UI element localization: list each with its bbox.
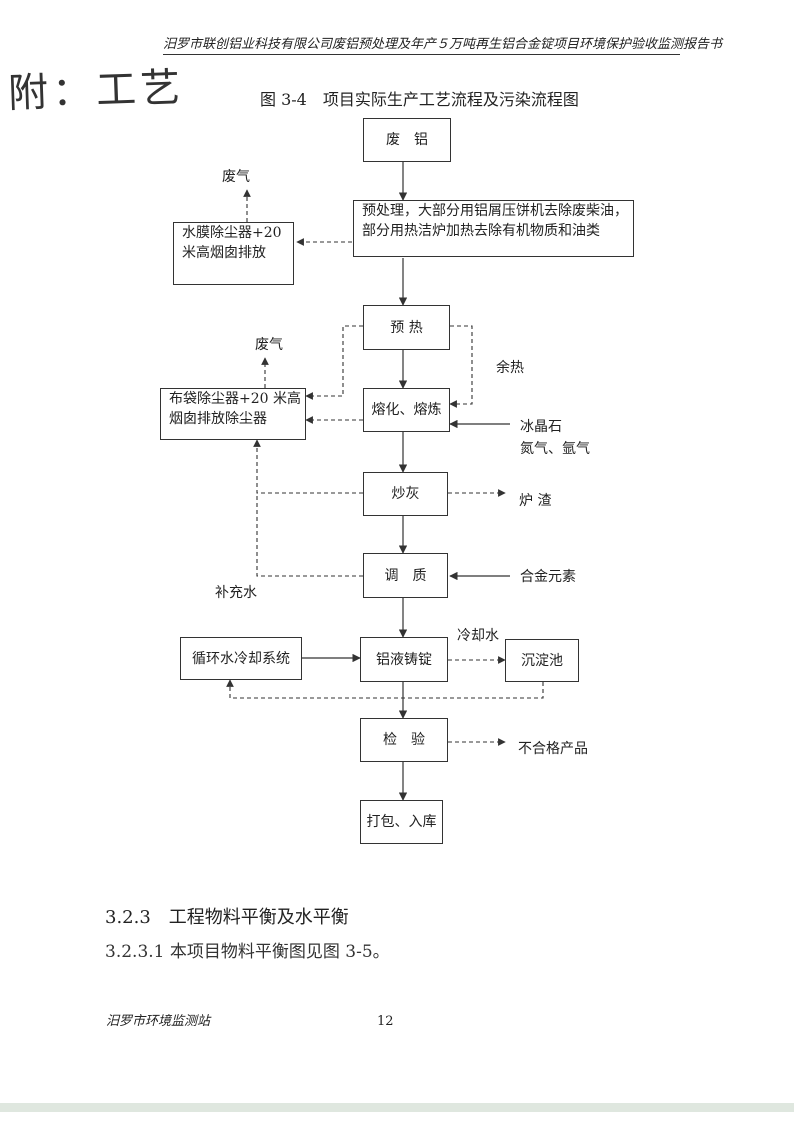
label-alloy-elements: 合金元素: [520, 569, 576, 585]
label-cryolite: 冰晶石: [520, 419, 562, 435]
page-number: 12: [377, 1014, 394, 1029]
box-sediment-tank: 沉淀池: [505, 639, 579, 682]
label-waste-heat: 余热: [496, 360, 524, 376]
label-exhaust-2: 废气: [255, 337, 283, 353]
box-preheat: 预 热: [363, 305, 450, 350]
water-dust-line-2: 米高烟囱排放: [182, 245, 266, 261]
report-header: 汨罗市联创铝业科技有限公司废铝预处理及年产５万吨再生铝合金锭项目环境保护验收监测…: [163, 33, 722, 55]
box-pretreatment: 预处理，大部分用铝屑压饼机去除废柴油， 部分用热洁炉加热去除有机物质和油类: [353, 200, 634, 257]
box-casting: 铝液铸锭: [360, 637, 448, 682]
section-heading: 3.2.3 工程物料平衡及水平衡: [105, 907, 349, 928]
section-paragraph: 3.2.3.1 本项目物料平衡图见图 3-5。: [105, 942, 390, 962]
label-slag: 炉 渣: [519, 493, 552, 509]
box-melting: 熔化、熔炼: [363, 388, 450, 432]
footer-org: 汨罗市环境监测站: [106, 1014, 211, 1029]
label-makeup-water: 补充水: [215, 585, 257, 601]
scan-edge-bar: [0, 1103, 794, 1112]
box-cooling-system: 循环水冷却系统: [180, 637, 302, 680]
box-fry-ash: 炒灰: [363, 472, 448, 516]
label-reject-products: 不合格产品: [518, 741, 588, 757]
box-packing-storage: 打包、入库: [360, 800, 443, 844]
label-gases: 氮气、氩气: [520, 441, 590, 457]
label-cooling-water: 冷却水: [457, 628, 499, 644]
box-adjust: 调 质: [363, 553, 448, 598]
box-bag-dust-collector: 布袋除尘器+20 米高 烟囱排放除尘器: [160, 388, 306, 440]
water-dust-line-1: 水膜除尘器+20: [182, 225, 282, 241]
bag-dust-line-1: 布袋除尘器+20 米高: [169, 391, 301, 407]
box-inspection: 检 验: [360, 718, 448, 762]
box-water-film-dust-collector: 水膜除尘器+20 米高烟囱排放: [173, 222, 294, 285]
box-waste-aluminum: 废 铝: [363, 118, 451, 162]
pretreat-line-2: 部分用热洁炉加热去除有机物质和油类: [362, 223, 600, 239]
pretreat-line-1: 预处理，大部分用铝屑压饼机去除废柴油，: [362, 203, 628, 219]
bag-dust-line-2: 烟囱排放除尘器: [169, 411, 267, 427]
figure-title: 图 3-4 项目实际生产工艺流程及污染流程图: [260, 90, 579, 109]
label-exhaust-1: 废气: [222, 169, 250, 185]
